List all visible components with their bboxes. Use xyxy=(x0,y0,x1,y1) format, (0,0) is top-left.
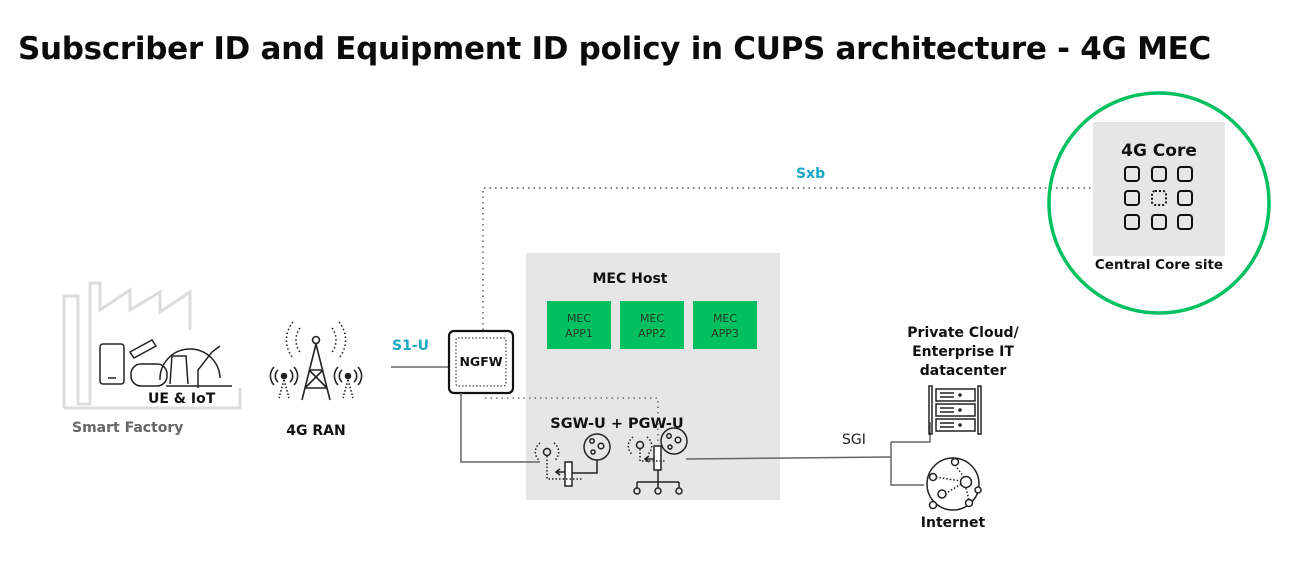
mec-app-3-line1: MEC xyxy=(713,312,737,325)
core-grid-icon xyxy=(1124,166,1193,230)
ngfw-box[interactable]: NGFW xyxy=(447,329,515,395)
page-title: Subscriber ID and Equipment ID policy in… xyxy=(18,31,1211,67)
sxb-label: Sxb xyxy=(796,166,825,182)
mec-app-2[interactable]: MEC APP2 xyxy=(620,301,684,349)
gateway-label: SGW-U + PGW-U xyxy=(550,416,683,432)
s1u-label: S1-U xyxy=(392,338,429,354)
sgi-link xyxy=(685,422,931,486)
ngfw-sgw-link xyxy=(460,393,540,463)
mec-app-1-line1: MEC xyxy=(567,312,591,325)
pgw-u-icon xyxy=(627,427,688,495)
mec-app-3[interactable]: MEC APP3 xyxy=(693,301,757,349)
core-box xyxy=(1093,122,1225,256)
mec-app-2-line1: MEC xyxy=(640,312,664,325)
factory-icon xyxy=(62,281,242,410)
sgw-u-icon xyxy=(534,433,611,487)
central-core-site-label: Central Core site xyxy=(1095,257,1223,273)
private-cloud-line3: datacenter xyxy=(920,363,1007,379)
ran-label: 4G RAN xyxy=(286,423,345,439)
ngfw-label: NGFW xyxy=(459,354,502,369)
ue-iot-label: UE & IoT xyxy=(148,391,216,407)
cell-tower-icon xyxy=(269,321,363,401)
mec-app-1-line2: APP1 xyxy=(565,327,593,340)
private-cloud-line2: Enterprise IT xyxy=(912,344,1014,360)
sgi-label: SGI xyxy=(842,432,866,448)
globe-network-icon xyxy=(926,457,982,511)
server-rack-icon xyxy=(928,385,982,435)
central-core-site-circle xyxy=(1047,91,1271,315)
private-cloud-line1: Private Cloud/ xyxy=(907,325,1019,341)
mec-app-2-line2: APP2 xyxy=(638,327,666,340)
smart-factory-label: Smart Factory xyxy=(72,420,183,436)
mec-host-label: MEC Host xyxy=(592,271,667,287)
mec-app-3-line2: APP3 xyxy=(711,327,739,340)
core-label: 4G Core xyxy=(1121,141,1197,161)
internet-label: Internet xyxy=(921,515,986,531)
iot-devices-icon xyxy=(99,339,232,388)
mec-host-box xyxy=(526,253,780,500)
mec-app-1[interactable]: MEC APP1 xyxy=(547,301,611,349)
